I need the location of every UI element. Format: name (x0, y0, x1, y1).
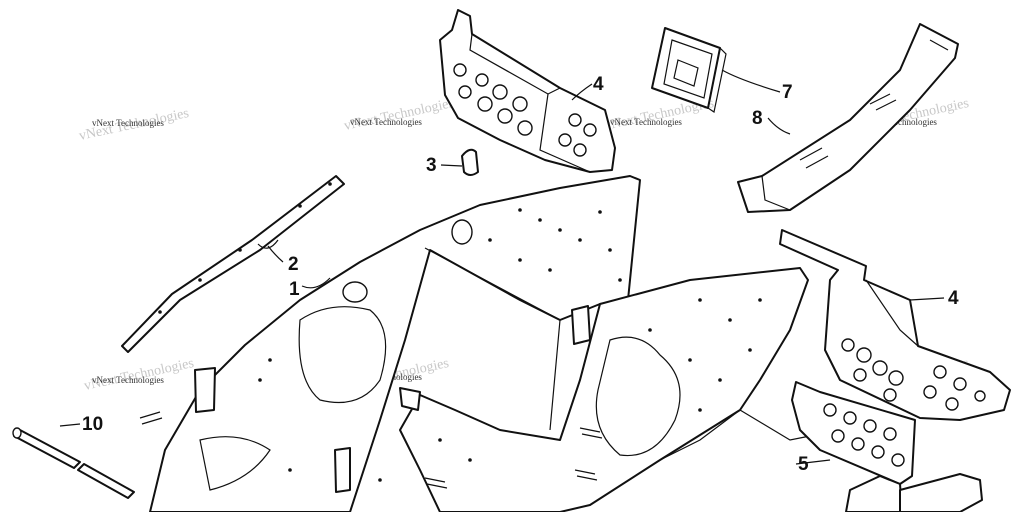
watermark-text: vNext Technologies (92, 375, 164, 385)
callout-labels: 1 2 3 4 4 5 7 8 10 (82, 74, 959, 475)
watermark-text: vNext Technologies (92, 118, 164, 128)
callout-4-lower: 4 (948, 288, 959, 309)
watermark-text: vNext Technologies (610, 117, 682, 127)
callout-2: 2 (288, 254, 299, 275)
part-1-main-frame (139, 175, 811, 512)
callout-7: 7 (782, 82, 793, 103)
part-7-block (651, 27, 727, 113)
part-4-footrest-lower (779, 229, 1011, 421)
part-partial-lower-right (845, 473, 983, 512)
part-8-cover (737, 23, 959, 213)
leader-lines (59, 69, 945, 465)
callout-4-upper: 4 (593, 74, 604, 95)
callout-5: 5 (798, 454, 809, 475)
watermark-text: vNext Technologies (865, 117, 937, 127)
part-4-footrest-upper (439, 9, 616, 173)
part-2-rail (121, 175, 345, 353)
part-10-pin (12, 427, 135, 499)
callout-8: 8 (752, 108, 763, 129)
callout-1: 1 (289, 279, 300, 300)
part-3-clip (461, 148, 479, 176)
callout-3: 3 (426, 155, 437, 176)
watermark-text: vNext Technologies (350, 117, 422, 127)
callout-10: 10 (82, 414, 103, 435)
watermark-ghost: vNext Technologies (343, 96, 456, 134)
